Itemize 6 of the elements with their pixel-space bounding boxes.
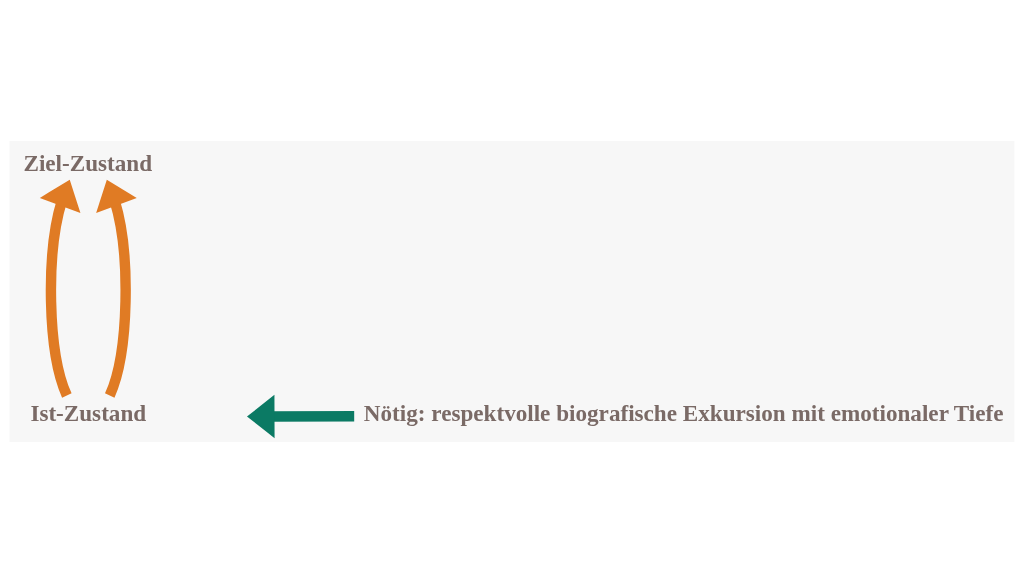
arrow (39, 179, 81, 397)
arrow (247, 394, 355, 438)
arrow (96, 179, 137, 397)
node-text: Nötig: respektvolle biografische Exkursion mit emotionaler Tiefe (363, 399, 1004, 426)
node-text: Ist-Zustand (30, 399, 147, 426)
node-text: Ziel-Zustand (23, 149, 153, 176)
